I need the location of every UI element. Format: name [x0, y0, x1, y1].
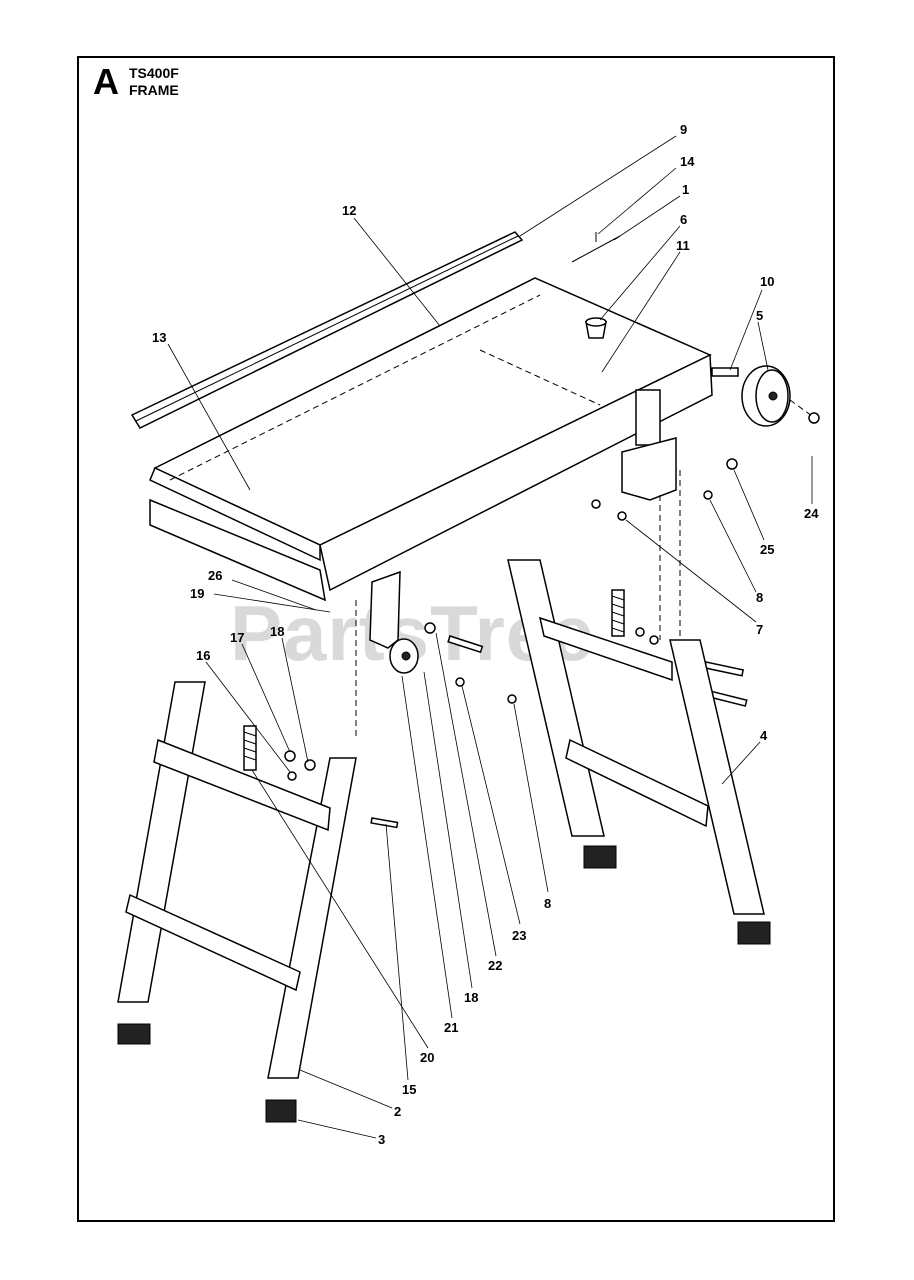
callout-15: 15 — [402, 1082, 416, 1097]
callout-11: 11 — [676, 238, 690, 253]
drawing-border — [77, 56, 835, 1222]
callout-1: 1 — [682, 182, 689, 197]
callout-10: 10 — [760, 274, 774, 289]
section-title: FRAME — [129, 82, 179, 98]
callout-26: 26 — [208, 568, 222, 583]
callout-18-lower: 18 — [464, 990, 478, 1005]
callout-8-upper: 8 — [756, 590, 763, 605]
callout-22: 22 — [488, 958, 502, 973]
callout-25: 25 — [760, 542, 774, 557]
spring-left-part — [243, 725, 257, 771]
callout-6: 6 — [680, 212, 687, 227]
spring-right-part — [611, 589, 625, 637]
section-letter: A — [93, 61, 119, 102]
callout-8-lower: 8 — [544, 896, 551, 911]
callout-18-upper: 18 — [270, 624, 284, 639]
leader-lines — [167, 135, 813, 1139]
callout-24: 24 — [804, 506, 819, 521]
callout-3: 3 — [378, 1132, 385, 1147]
hardware-parts — [284, 458, 748, 829]
callout-23: 23 — [512, 928, 526, 943]
callout-20: 20 — [420, 1050, 434, 1065]
callout-9: 9 — [680, 122, 687, 137]
wheel-part — [711, 365, 820, 427]
callout-16: 16 — [196, 648, 210, 663]
pin-part — [571, 232, 621, 263]
left-leg-frame-part — [117, 681, 357, 1079]
right-bracket-part — [621, 437, 677, 501]
callout-5: 5 — [756, 308, 763, 323]
callout-2: 2 — [394, 1104, 401, 1119]
tray-body-part — [149, 277, 713, 602]
foot-caps-parts — [117, 845, 771, 1123]
callout-19: 19 — [190, 586, 204, 601]
callout-12: 12 — [342, 203, 356, 218]
side-rail-part — [130, 231, 524, 429]
cup-part — [585, 317, 607, 339]
left-bracket-part — [369, 570, 401, 649]
callout-17: 17 — [230, 630, 244, 645]
right-leg-frame-part — [507, 559, 765, 915]
callout-labels: 9 14 1 6 11 12 10 5 13 24 25 8 7 26 19 1… — [152, 122, 819, 1147]
callout-7: 7 — [756, 622, 763, 637]
model-code: TS400F — [129, 65, 179, 81]
callout-14: 14 — [680, 154, 695, 169]
callout-4: 4 — [760, 728, 768, 743]
callout-21: 21 — [444, 1020, 458, 1035]
callout-13: 13 — [152, 330, 166, 345]
